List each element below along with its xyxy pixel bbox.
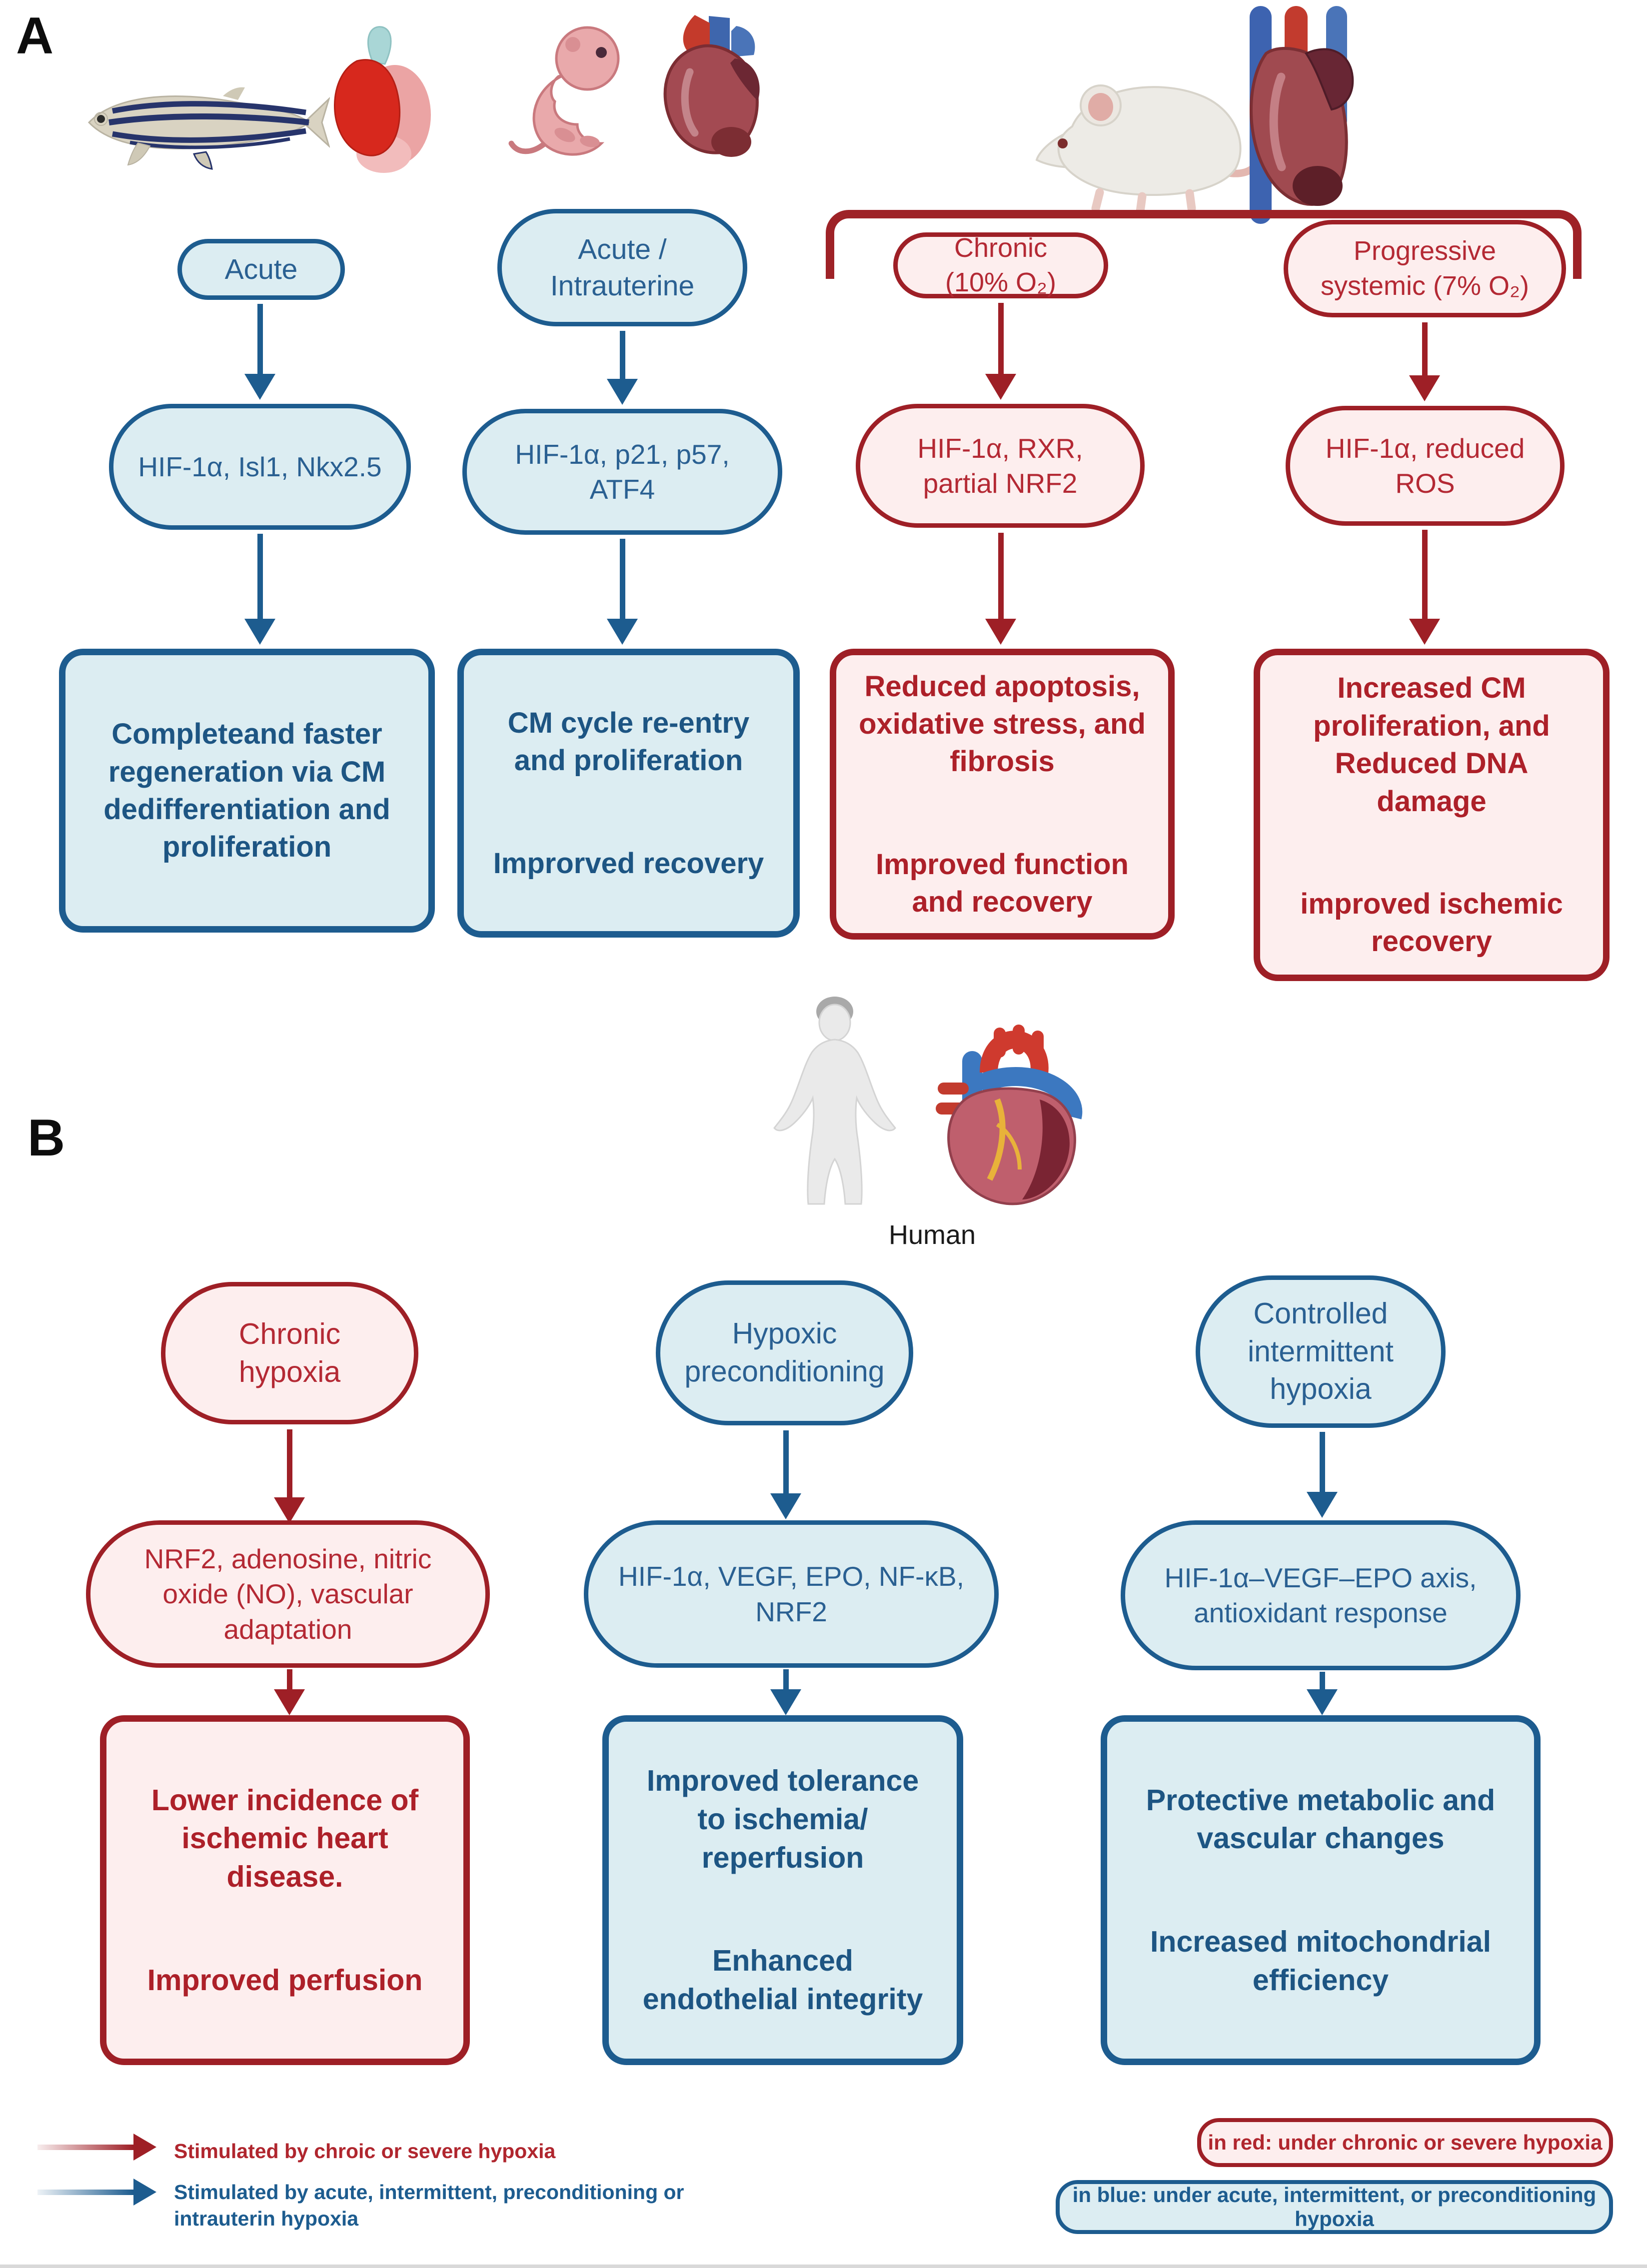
zebrafish-organs-icon: [334, 26, 431, 173]
down-arrow-icon: [274, 1429, 305, 1523]
human-caption: Human: [888, 1220, 976, 1250]
group-bracket: [826, 210, 1582, 279]
adult-mouse-heart-icon: [1250, 6, 1354, 224]
adult-mouse-icon: [1035, 84, 1265, 215]
condition-pill: Controlled intermittent hypoxia: [1196, 1275, 1446, 1428]
condition-pill: Acute: [177, 239, 345, 300]
outcome-box: Increased CM proliferation, and Reduced …: [1254, 649, 1610, 981]
mediators-pill: HIF-1α–VEGF–EPO axis, antioxidant respon…: [1121, 1520, 1521, 1670]
down-arrow-icon: [985, 303, 1016, 400]
down-arrow-icon: [1409, 322, 1440, 401]
mediators-pill: HIF-1α, Isl1, Nkx2.5: [109, 404, 411, 530]
outcome-text: Improrved recovery: [493, 847, 764, 880]
down-arrow-icon: [607, 331, 638, 405]
panel-b-label: B: [27, 1109, 65, 1167]
outcome-text: Improved tolerance to ischemia/ reperfus…: [646, 1764, 919, 1874]
outcome-text: Protective metabolic and vascular change…: [1146, 1783, 1496, 1855]
down-arrow-icon: [1307, 1432, 1338, 1518]
condition-pill: Hypoxic preconditioning: [656, 1280, 913, 1425]
down-arrow-icon: [244, 534, 275, 645]
down-arrow-icon: [1307, 1672, 1338, 1715]
human-figure-icon: [773, 997, 896, 1205]
condition-pill: Chronic (10% O₂): [893, 232, 1108, 298]
outcome-text: CM cycle re-entry and proliferation: [507, 706, 750, 777]
outcome-text: improved ischemic recovery: [1300, 887, 1563, 958]
mediators-pill: HIF-1α, VEGF, EPO, NF-κB, NRF2: [584, 1520, 999, 1668]
outcome-text: Reduced apoptosis, oxidative stress, and…: [859, 670, 1146, 778]
outcome-text: Lower incidence of ischemic heart diseas…: [151, 1783, 419, 1893]
outcome-box: Improved tolerance to ischemia/ reperfus…: [602, 1715, 963, 2065]
outcome-box: Completeand faster regeneration via CM d…: [59, 649, 435, 933]
mouse-pup-icon: [508, 26, 620, 156]
human-heart-icon: [936, 1025, 1083, 1205]
panel-a-label: A: [16, 7, 54, 65]
red-arrow-legend-icon: [37, 2133, 156, 2161]
red-arrow-legend-label: Stimulated by chroic or severe hypoxia: [174, 2140, 556, 2163]
outcome-box: CM cycle re-entry and proliferation Impr…: [457, 649, 800, 938]
mediators-pill: HIF-1α, reduced ROS: [1286, 406, 1565, 526]
neonatal-heart-icon: [663, 15, 760, 157]
down-arrow-icon: [770, 1430, 801, 1519]
blue-color-legend: in blue: under acute, intermittent, or p…: [1056, 2180, 1613, 2234]
down-arrow-icon: [274, 1669, 305, 1715]
outcome-text: Enhanced endothelial integrity: [642, 1944, 923, 2016]
condition-pill: Progressive systemic (7% O₂): [1284, 220, 1566, 317]
outcome-text: Increased CM proliferation, and Reduced …: [1313, 672, 1550, 818]
condition-pill: Acute / Intrauterine: [497, 209, 747, 326]
outcome-text: Increased mitochondrial efficiency: [1150, 1925, 1491, 1997]
mediators-pill: HIF-1α, RXR, partial NRF2: [856, 404, 1145, 528]
outcome-text: Completeand faster regeneration via CM d…: [103, 718, 390, 864]
down-arrow-icon: [770, 1669, 801, 1715]
outcome-text: Improved perfusion: [147, 1963, 423, 1997]
outcome-box: Reduced apoptosis, oxidative stress, and…: [830, 649, 1175, 940]
zebrafish-icon: [87, 87, 330, 170]
outcome-text: Improved function and recovery: [876, 848, 1129, 919]
outcome-box: Protective metabolic and vascular change…: [1101, 1715, 1541, 2065]
blue-arrow-legend-label: Stimulated by acute, intermittent, preco…: [174, 2181, 684, 2231]
mediators-pill: NRF2, adenosine, nitric oxide (NO), vasc…: [86, 1520, 490, 1668]
down-arrow-icon: [1409, 530, 1440, 645]
bottom-divider: [0, 2265, 1647, 2268]
blue-arrow-legend-icon: [37, 2178, 156, 2206]
down-arrow-icon: [244, 304, 275, 400]
mediators-pill: HIF-1α, p21, p57, ATF4: [462, 409, 782, 535]
condition-pill: Chronic hypoxia: [161, 1282, 418, 1424]
down-arrow-icon: [985, 533, 1016, 645]
down-arrow-icon: [607, 539, 638, 645]
red-color-legend: in red: under chronic or severe hypoxia: [1197, 2118, 1613, 2167]
outcome-box: Lower incidence of ischemic heart diseas…: [100, 1715, 470, 2065]
